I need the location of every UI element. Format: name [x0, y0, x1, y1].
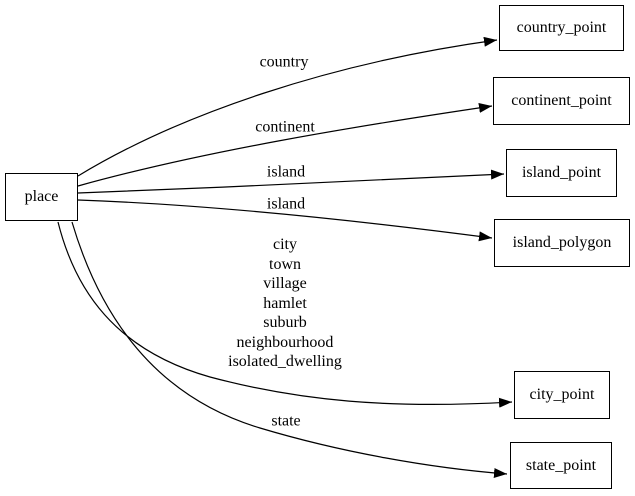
node-label: island_polygon	[512, 234, 612, 251]
node-city_point: city_point	[514, 371, 610, 419]
node-state_point: state_point	[510, 442, 612, 489]
node-label: country_point	[516, 19, 607, 36]
node-label: state_point	[525, 456, 597, 474]
node-island_polygon: island_polygon	[494, 219, 630, 267]
node-label: island_point	[521, 164, 602, 181]
node-country_point: country_point	[499, 5, 624, 51]
edge-label-place-country_point: country	[259, 53, 309, 71]
edge-label-place-continent_point: continent	[255, 118, 315, 136]
node-island_point: island_point	[506, 149, 617, 197]
edge-place-island_point	[77, 169, 505, 194]
node-label: continent_point	[511, 92, 612, 109]
node-continent_point: continent_point	[493, 77, 630, 125]
edge-place-state_point	[71, 221, 508, 478]
node-label: place	[24, 188, 59, 205]
edge-place-continent_point	[77, 102, 493, 187]
edge-label-place-island_point: island	[266, 163, 306, 181]
edges-group	[57, 36, 513, 478]
node-label: city_point	[529, 386, 595, 403]
edge-label-place-state_point: state	[271, 412, 301, 430]
edge-place-country_point	[77, 36, 498, 177]
edge-place-island_polygon	[77, 199, 493, 242]
edge-label-place-island_polygon: island	[266, 195, 306, 213]
edge-place-city_point	[57, 221, 513, 408]
edge-label-place-city_point: city town village hamlet suburb neighbou…	[228, 235, 342, 370]
node-place: place	[5, 173, 78, 221]
